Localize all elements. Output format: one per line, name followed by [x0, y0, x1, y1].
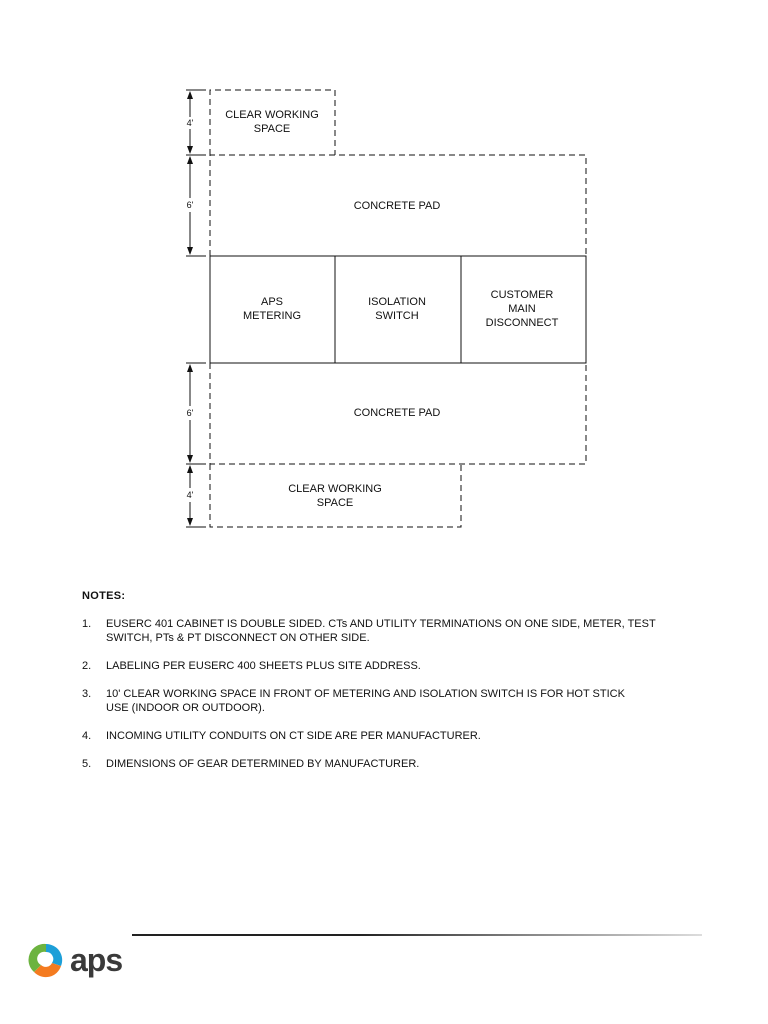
concrete-pad-bottom-label: CONCRETE PAD: [354, 407, 441, 419]
footer-divider: [132, 934, 702, 936]
concrete-pad-bottom-outline: [209, 363, 587, 465]
aps-metering-line1: APS: [261, 296, 283, 308]
clear-space-top-line1: CLEAR WORKING: [225, 109, 319, 121]
aps-logo-text: aps: [70, 941, 123, 978]
note-number: 2.: [82, 660, 92, 672]
dim-bottom-pad: 6': [187, 408, 194, 418]
note-item: 3. 10' CLEAR WORKING SPACE IN FRONT OF M…: [82, 687, 692, 715]
clear-space-top-line2: SPACE: [254, 123, 290, 135]
dim-top-clear: 4': [187, 118, 194, 128]
aps-logo-mark-icon: [28, 943, 63, 978]
note-item: 1. EUSERC 401 CABINET IS DOUBLE SIDED. C…: [82, 617, 692, 645]
concrete-pad-top-label: CONCRETE PAD: [354, 200, 441, 212]
aps-metering-line2: METERING: [243, 310, 301, 322]
equipment-row-outline: [209, 255, 587, 364]
note-text: 10' CLEAR WORKING SPACE IN FRONT OF METE…: [106, 688, 625, 714]
note-text: EUSERC 401 CABINET IS DOUBLE SIDED. CTs …: [106, 618, 656, 644]
concrete-pad-top-outline: [209, 154, 587, 256]
note-text: LABELING PER EUSERC 400 SHEETS PLUS SITE…: [106, 660, 421, 672]
note-number: 3.: [82, 688, 92, 700]
isolation-switch-line2: SWITCH: [375, 310, 418, 322]
clear-space-bottom-line2: SPACE: [317, 497, 353, 509]
clear-space-top-outline: [209, 89, 336, 155]
note-item: 4. INCOMING UTILITY CONDUITS ON CT SIDE …: [82, 729, 692, 743]
customer-main-line1: CUSTOMER: [491, 289, 554, 301]
customer-main-line2: MAIN: [508, 303, 536, 315]
note-number: 1.: [82, 618, 92, 630]
notes-section: NOTES: 1. EUSERC 401 CABINET IS DOUBLE S…: [82, 589, 692, 785]
note-text: DIMENSIONS OF GEAR DETERMINED BY MANUFAC…: [106, 758, 420, 770]
customer-main-line3: DISCONNECT: [486, 317, 559, 329]
clear-space-bottom-line1: CLEAR WORKING: [288, 483, 382, 495]
dimension-lines: [186, 89, 206, 528]
site-layout-diagram: 4' 6' 6' 4' CLEAR WORKING SPACE CONCRETE…: [186, 89, 587, 528]
note-number: 4.: [82, 730, 92, 742]
isolation-switch-line1: ISOLATION: [368, 296, 426, 308]
aps-logo: aps: [26, 940, 123, 980]
dim-top-pad: 6': [187, 200, 194, 210]
note-item: 2. LABELING PER EUSERC 400 SHEETS PLUS S…: [82, 659, 692, 673]
notes-title: NOTES:: [82, 590, 126, 602]
note-item: 5. DIMENSIONS OF GEAR DETERMINED BY MANU…: [82, 757, 692, 771]
clear-space-bottom-outline: [209, 464, 462, 528]
note-text: INCOMING UTILITY CONDUITS ON CT SIDE ARE…: [106, 730, 481, 742]
note-number: 5.: [82, 758, 92, 770]
dim-bottom-clear: 4': [187, 490, 194, 500]
